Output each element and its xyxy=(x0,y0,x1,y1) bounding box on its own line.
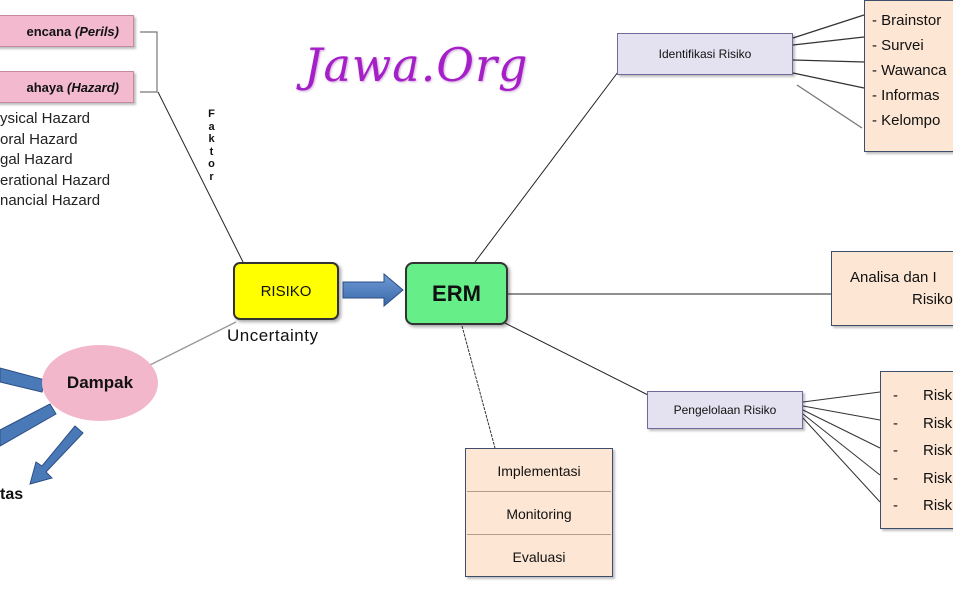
erm-implementasi-connector xyxy=(461,325,496,449)
dampak-arrow-left xyxy=(0,367,46,393)
analisa-line1: Analisa dan I xyxy=(850,268,937,286)
identifikasi-item: - Brainstor xyxy=(872,12,942,29)
risiko-label: RISIKO xyxy=(260,282,312,300)
hazard-item: oral Hazard xyxy=(0,130,78,148)
identifikasi-item: - Informas xyxy=(872,87,940,104)
hazard-item: ysical Hazard xyxy=(0,110,91,127)
faktor-connector xyxy=(157,91,244,263)
identifikasi-list-box: - Brainstor - Survei - Wawanca - Informa… xyxy=(864,0,953,152)
risiko-node: RISIKO xyxy=(233,262,339,320)
identifikasi-list: - Brainstor - Survei - Wawanca - Informa… xyxy=(865,1,946,133)
perils-label: encana xyxy=(26,23,72,39)
erm-node: ERM xyxy=(405,262,508,325)
divider xyxy=(467,534,611,535)
pengelolaan-label: Pengelolaan Risiko xyxy=(673,403,777,417)
pengelolaan-node: Pengelolaan Risiko xyxy=(647,391,803,429)
pengelolaan-item: -Risk xyxy=(893,442,953,459)
dampak-arrow-lower-left xyxy=(0,403,57,447)
implementasi-stack xyxy=(465,448,613,577)
hazard-term: (Hazard) xyxy=(66,79,119,95)
pengelolaan-list-box: -Risk -Risk -Risk -Risk -Risk xyxy=(880,371,953,529)
pengelolaan-list: -Risk -Risk -Risk -Risk -Risk xyxy=(881,372,952,520)
tas-label: tas xyxy=(0,486,24,503)
hazard-item: nancial Hazard xyxy=(0,192,101,209)
hazard-box: ahaya (Hazard) xyxy=(0,71,134,103)
perils-term: (Perils) xyxy=(74,23,119,39)
identifikasi-node: Identifikasi Risiko xyxy=(617,33,793,75)
evaluasi-label: Evaluasi xyxy=(512,548,566,565)
faktor-label: Faktor xyxy=(208,108,215,183)
bracket-line xyxy=(140,31,158,93)
analisa-line2: Risiko xyxy=(912,290,953,308)
pengelolaan-item: -Risk xyxy=(893,469,953,487)
hazard-item: erational Hazard xyxy=(0,171,111,189)
erm-identifikasi-connector xyxy=(474,71,619,263)
dampak-node: Dampak xyxy=(42,345,158,421)
identifikasi-label: Identifikasi Risiko xyxy=(658,47,752,61)
risiko-erm-arrow xyxy=(342,272,404,308)
erm-pengelolaan-connector xyxy=(504,322,649,396)
hazard-list: ysical Hazard oral Hazard gal Hazard era… xyxy=(0,109,110,212)
dampak-arrow-down xyxy=(29,425,84,485)
dampak-connector xyxy=(147,321,237,367)
identifikasi-item: - Wawanca xyxy=(872,62,947,79)
dampak-label: Dampak xyxy=(66,373,134,392)
identifikasi-item: - Kelompo xyxy=(872,112,941,129)
identifikasi-fan xyxy=(792,14,865,129)
watermark: Jawa.Org xyxy=(304,38,529,92)
perils-box: encana (Perils) xyxy=(0,15,134,47)
implementasi-label: Implementasi xyxy=(497,462,581,479)
divider xyxy=(467,491,611,492)
hazard-label: ahaya xyxy=(26,79,64,95)
hazard-item: gal Hazard xyxy=(0,151,73,168)
pengelolaan-item: -Risk xyxy=(893,497,953,514)
pengelolaan-item: -Risk xyxy=(893,414,953,432)
pengelolaan-item: -Risk xyxy=(893,387,953,404)
monitoring-label: Monitoring xyxy=(506,505,572,522)
uncertainty-label: Uncertainty xyxy=(227,326,319,345)
pengelolaan-fan xyxy=(802,391,881,503)
analisa-node: Analisa dan I Risiko xyxy=(831,251,953,326)
erm-label: ERM xyxy=(432,280,481,306)
identifikasi-item: - Survei xyxy=(872,37,924,54)
